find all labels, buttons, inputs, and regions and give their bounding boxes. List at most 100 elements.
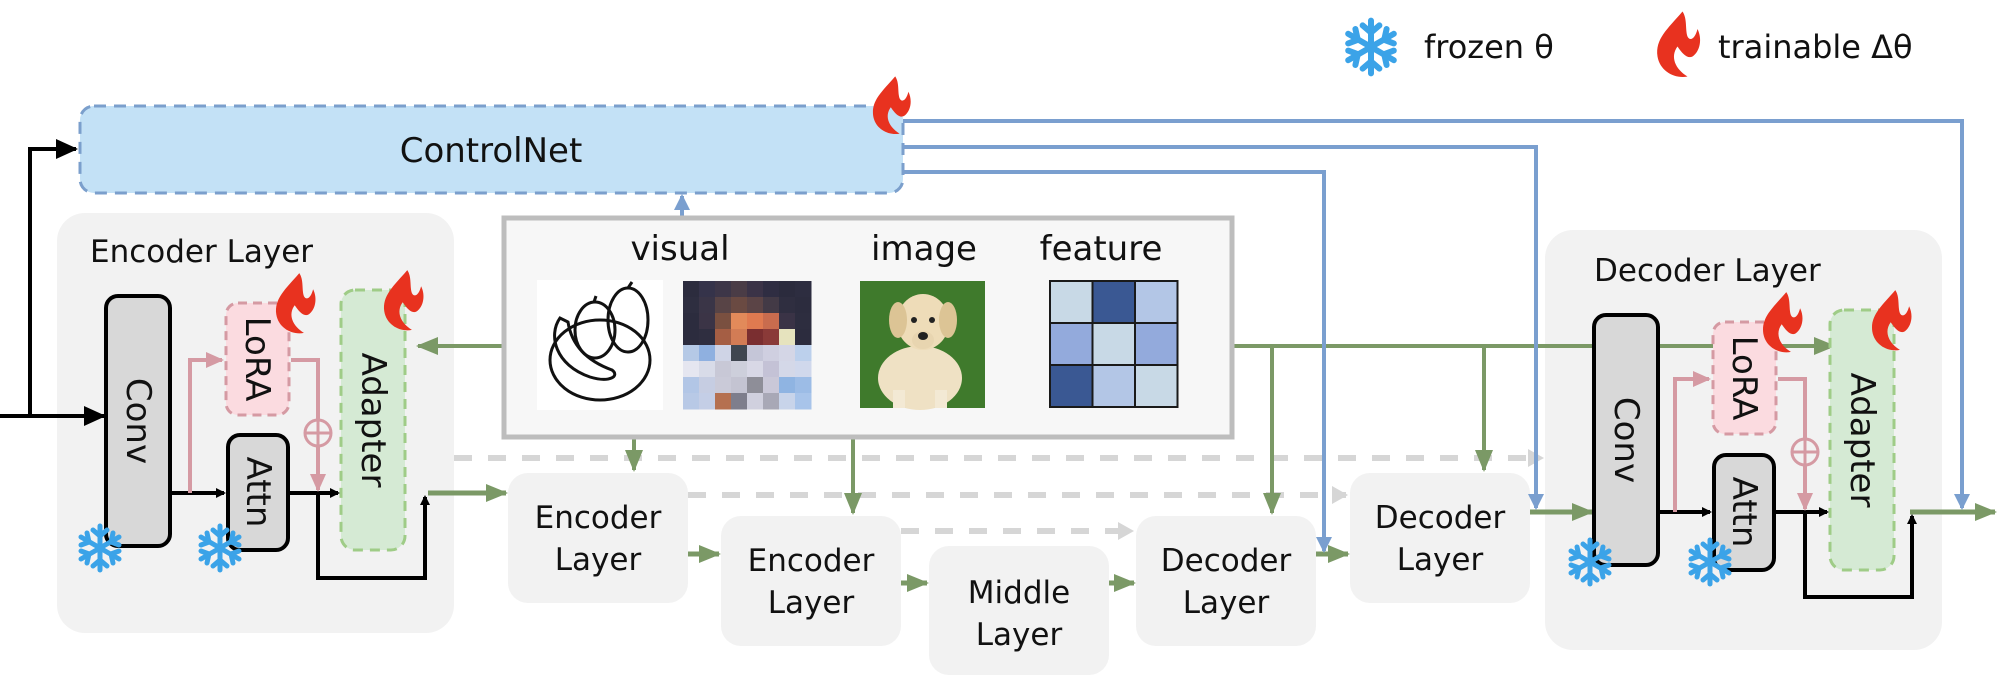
feature-cell: [1049, 364, 1094, 408]
pipeline-labels: Encoder Layer Encoder Layer Middle Layer…: [535, 500, 1506, 653]
pixel-cell: [683, 329, 700, 346]
pixel-cell: [683, 297, 700, 314]
pipeline-decoder-1: [1136, 516, 1316, 646]
dog-photo: [860, 281, 985, 410]
controlnet-outputs: [674, 119, 1970, 553]
prompt-label-feature: feature: [1040, 229, 1163, 269]
pipeline-decoder-2: [1350, 473, 1530, 603]
prompt-label-image: image: [871, 229, 977, 269]
pixel-cell: [699, 313, 716, 330]
encoder-wiring: [170, 352, 430, 580]
encoder-lora-label: LoRA: [237, 317, 277, 402]
pixel-cell: [715, 377, 732, 394]
feature-cell: [1091, 280, 1136, 324]
pixel-cell: [795, 393, 812, 410]
pixel-cell: [699, 297, 716, 314]
pixel-cell: [699, 361, 716, 378]
pixel-cell: [795, 345, 812, 362]
pipeline-encoder-2-line2: Layer: [768, 585, 855, 621]
encoder-conv: Conv: [104, 294, 172, 548]
pixelated-image: [683, 281, 812, 410]
pixel-cell: [763, 313, 780, 330]
feature-cell: [1049, 280, 1094, 324]
feature-cell: [1134, 322, 1179, 366]
pixel-cell: [715, 361, 732, 378]
encoder-adapter-label: Adapter: [353, 353, 393, 488]
legend-trainable-label: trainable Δθ: [1718, 28, 1913, 66]
pixel-cell: [795, 361, 812, 378]
pipeline-encoder-1-line1: Encoder: [535, 500, 662, 536]
pixel-cell: [731, 345, 748, 362]
flame-icon: [1657, 11, 1701, 77]
pixel-cell: [683, 393, 700, 410]
pipeline-encoder-2: [721, 516, 901, 646]
pipeline-middle: [929, 546, 1109, 675]
pixel-cell: [731, 377, 748, 394]
pixel-cell: [683, 345, 700, 362]
pixel-cell: [763, 345, 780, 362]
pixel-cell: [731, 281, 748, 298]
pixel-cell: [763, 297, 780, 314]
pipeline-encoder-1: [508, 473, 688, 603]
pixel-cell: [779, 345, 796, 362]
pixel-cell: [731, 313, 748, 330]
pixel-cell: [747, 361, 764, 378]
pixel-cell: [683, 377, 700, 394]
pixel-cell: [779, 297, 796, 314]
pipeline-middle-line2: Layer: [976, 617, 1063, 653]
pixel-cell: [747, 329, 764, 346]
pixel-cell: [747, 345, 764, 362]
encoder-adapter: Adapter: [339, 288, 407, 552]
decoder-detail-title: Decoder Layer: [1594, 253, 1821, 289]
feature-cell: [1049, 322, 1094, 366]
pixel-cell: [683, 313, 700, 330]
pixel-cell: [795, 313, 812, 330]
pixel-cell: [747, 281, 764, 298]
encoder-attn: Attn: [226, 433, 290, 552]
legend-frozen-label: frozen θ: [1424, 28, 1554, 66]
pipeline-decoder-2-line2: Layer: [1397, 542, 1484, 578]
pixel-cell: [699, 329, 716, 346]
pixel-cell: [731, 361, 748, 378]
legend: frozen θ trainable Δθ: [1348, 11, 1913, 77]
pixel-cell: [779, 329, 796, 346]
pixel-cell: [699, 281, 716, 298]
pixel-cell: [795, 281, 812, 298]
pipeline-encoder-2-line1: Encoder: [748, 543, 875, 579]
pixel-cell: [795, 329, 812, 346]
controlnet-block: [78, 104, 905, 195]
pipeline-decoder-2-line1: Decoder: [1375, 500, 1506, 536]
controlnet-label: ControlNet: [400, 131, 583, 171]
pixel-cell: [715, 393, 732, 410]
pixel-cell: [795, 377, 812, 394]
pixel-cell: [715, 281, 732, 298]
pixel-cell: [715, 297, 732, 314]
pixel-cell: [763, 393, 780, 410]
encoder-detail-title: Encoder Layer: [90, 234, 313, 270]
pixel-cell: [683, 361, 700, 378]
decoder-lora-label: LoRA: [1724, 336, 1764, 421]
feature-cell: [1134, 280, 1179, 324]
pixel-cell: [763, 377, 780, 394]
pixel-cell: [747, 393, 764, 410]
pixel-cell: [715, 329, 732, 346]
pixel-cell: [779, 281, 796, 298]
pixel-cell: [699, 345, 716, 362]
pipeline-decoder-1-line2: Layer: [1183, 585, 1270, 621]
pixel-cell: [699, 377, 716, 394]
pixel-cell: [715, 313, 732, 330]
decoder-adapter: Adapter: [1828, 308, 1896, 572]
pixel-cell: [779, 377, 796, 394]
pipeline-encoder-1-line2: Layer: [555, 542, 642, 578]
encoder-attn-label: Attn: [238, 457, 278, 528]
pixel-cell: [779, 313, 796, 330]
decoder-attn-label: Attn: [1724, 477, 1764, 548]
input-path: [0, 139, 106, 426]
pipeline-middle-line1: Middle: [968, 575, 1070, 611]
pixel-cell: [779, 361, 796, 378]
pixel-cell: [763, 281, 780, 298]
decoder-conv: Conv: [1592, 313, 1660, 567]
snowflake-icon: [1348, 21, 1394, 74]
decoder-attn: Attn: [1712, 453, 1776, 572]
